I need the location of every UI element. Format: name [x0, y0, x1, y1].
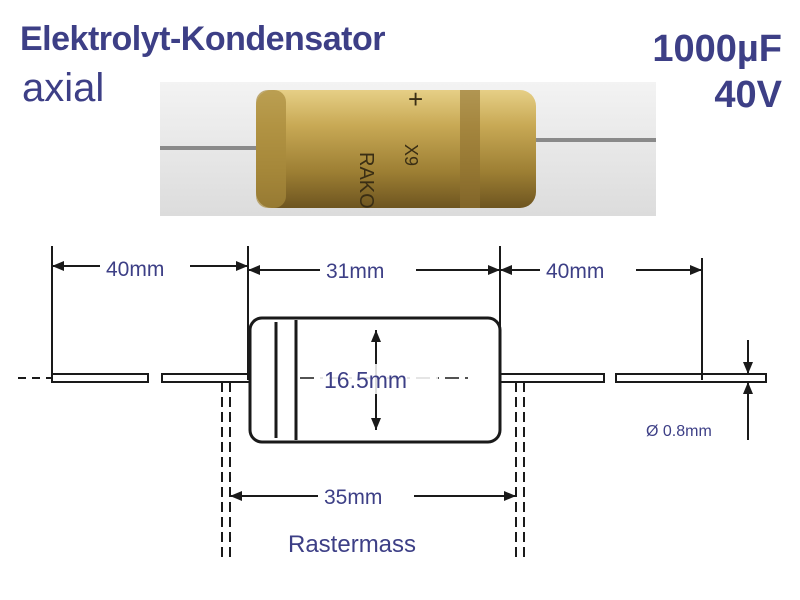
plus-icon: + [408, 84, 423, 114]
voltage-label: 40V [714, 74, 782, 116]
capacitor-photo: RAKO X9 + [160, 82, 656, 216]
title: Elektrolyt-Kondensator [20, 20, 385, 58]
dim-label-body-length: 31mm [326, 260, 384, 283]
dim-label-lead-diameter: Ø 0.8mm [646, 423, 712, 440]
photo-marking-print: X9 [401, 144, 421, 166]
ratings: 1000µF 40V [612, 26, 782, 118]
lead-left-segment-2 [161, 373, 251, 383]
dim-label-lead-left: 40mm [106, 258, 164, 281]
lead-right-segment-1 [499, 373, 605, 383]
lead-right-segment-2 [615, 373, 767, 383]
dim-label-lead-right: 40mm [546, 260, 604, 283]
dim-label-pitch: 35mm [324, 486, 382, 509]
photo-brand-print: RAKO [355, 152, 377, 209]
dim-label-diameter: 16.5mm [324, 367, 407, 393]
lead-left-segment-1 [51, 373, 149, 383]
subtitle: axial [22, 66, 105, 110]
capacitance-label: 1000µF [652, 28, 782, 70]
pitch-caption: Rastermass [288, 531, 416, 558]
